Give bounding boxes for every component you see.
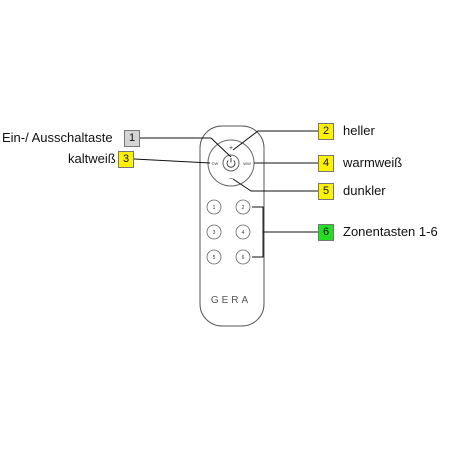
leader-line-5 [232,178,318,192]
leader-line-3 [133,158,211,164]
power-icon [226,158,236,168]
zone-label-3: 3 [213,230,216,236]
callout-label-dimmer: dunkler [343,183,386,198]
zone-button-3[interactable] [206,224,222,240]
leader-line-2 [232,130,318,151]
callout-badge-4: 4 [318,155,334,172]
zone-button-6[interactable] [235,249,251,265]
zone-button-4[interactable] [235,224,251,240]
callout-label-brighter: heller [343,123,375,138]
callout-label-power: Ein-/ Ausschaltaste [2,130,113,145]
callout-label-zones: Zonentasten 1-6 [343,224,438,239]
zone-label-1: 1 [213,205,216,211]
leader-line-1 [140,137,232,158]
callout-badge-6: 6 [318,224,334,241]
callout-label-warmwhite: warmweiß [343,155,403,170]
ww-label: WW [243,161,251,166]
callout-badge-1: 1 [124,130,140,147]
callout-badge-2: 2 [318,123,334,140]
zone-buttons: 1 2 3 4 5 6 [206,199,251,265]
leader-lines [133,130,318,258]
cw-label: CW [212,161,219,166]
callout-label-coldwhite: kaltweiß [68,151,116,166]
zone-label-4: 4 [242,230,245,236]
callout-badge-3: 3 [118,151,134,168]
zone-button-2[interactable] [235,199,251,215]
zone-label-5: 5 [213,255,216,261]
zone-label-6: 6 [242,255,245,261]
zone-button-5[interactable] [206,249,222,265]
power-button[interactable] [222,154,240,172]
minus-symbol: − [229,176,233,183]
plus-symbol: + [229,145,233,152]
zone-button-1[interactable] [206,199,222,215]
zone-label-2: 2 [242,205,245,211]
callout-badge-5: 5 [318,183,334,200]
gera-logo: GERA [211,295,251,306]
